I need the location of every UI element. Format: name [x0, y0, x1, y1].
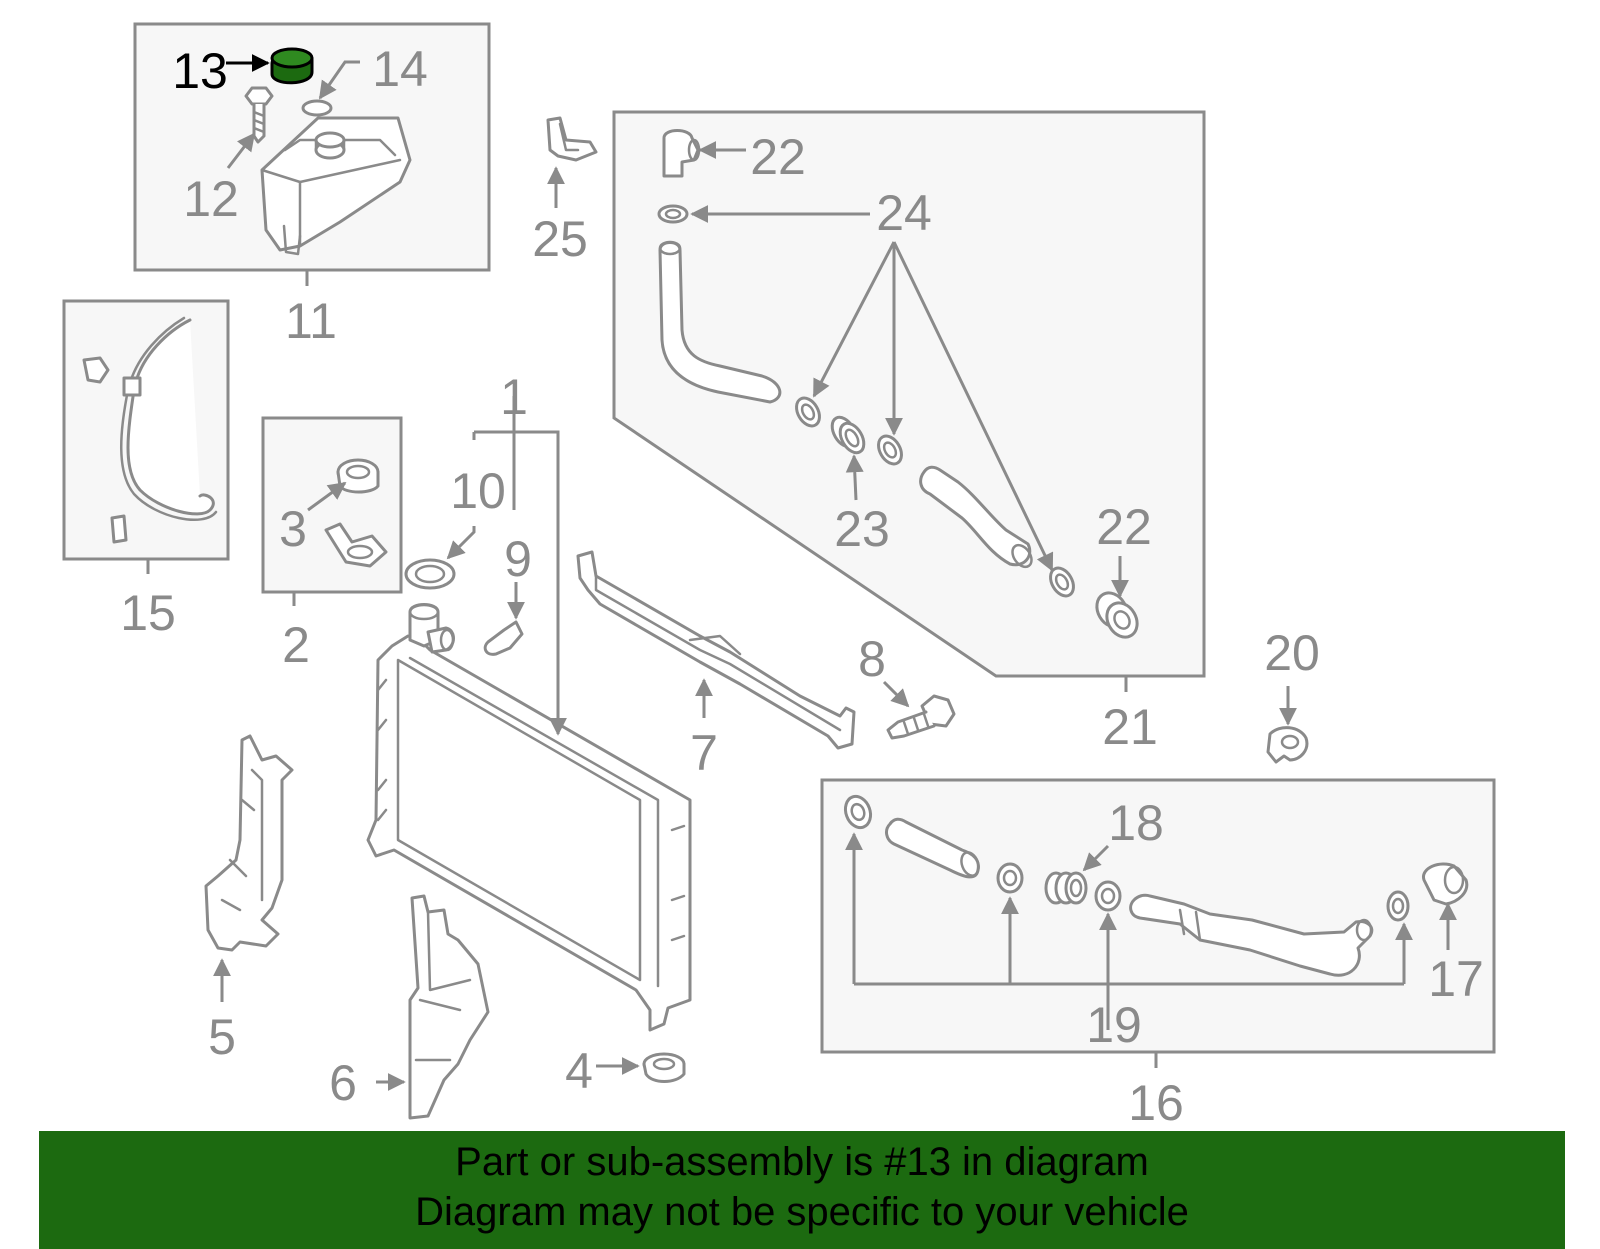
- banner-line-part: Part or sub-assembly is #13 in diagram: [455, 1140, 1149, 1184]
- mount-4: [596, 1052, 686, 1083]
- sensor-9: [483, 582, 525, 656]
- bolt-12: [244, 86, 274, 144]
- callout-2: 2: [282, 617, 310, 673]
- callout-13: 13: [172, 43, 228, 99]
- lower-hose-assembly-box: [820, 778, 1496, 1068]
- callout-3: 3: [279, 501, 307, 557]
- upper-hose-assembly-box: [612, 110, 1206, 692]
- callout-11: 11: [285, 293, 337, 349]
- callout-17: 17: [1428, 951, 1484, 1007]
- washer-14: [301, 99, 333, 117]
- info-banner: Part or sub-assembly is #13 in diagram D…: [39, 1131, 1565, 1249]
- callout-16: 16: [1128, 1075, 1184, 1131]
- callout-23: 23: [834, 501, 890, 557]
- clamp-20: [1266, 686, 1309, 764]
- callout-22-bottom: 22: [1096, 499, 1152, 555]
- callout-15: 15: [120, 585, 176, 641]
- callout-20: 20: [1264, 625, 1320, 681]
- radiator-1: [366, 396, 692, 1032]
- callout-8: 8: [858, 631, 886, 687]
- callout-25: 25: [532, 211, 588, 267]
- callout-12: 12: [183, 171, 239, 227]
- callout-10: 10: [450, 463, 506, 519]
- callout-19: 19: [1086, 997, 1142, 1053]
- callout-18: 18: [1108, 795, 1164, 851]
- callout-4: 4: [565, 1043, 593, 1099]
- callout-9: 9: [504, 531, 532, 587]
- side-guide-5: [204, 734, 294, 1002]
- side-guide-6: [376, 894, 490, 1120]
- callout-5: 5: [208, 1009, 236, 1065]
- callout-24: 24: [876, 185, 932, 241]
- callout-21: 21: [1102, 699, 1158, 755]
- air-guide-7: [576, 550, 856, 750]
- seal-10: [404, 526, 476, 590]
- callout-1: 1: [500, 369, 528, 425]
- callout-labels: 1 2 3 4 5 6 7 8 9 10 11 12 13 14 15 16 1…: [120, 41, 1484, 1131]
- bolt-8: [882, 680, 956, 740]
- bracket-assembly-box: [261, 416, 403, 606]
- reservoir-cap-13[interactable]: [270, 47, 314, 85]
- reservoir-assembly-box: [133, 22, 491, 286]
- callout-7: 7: [690, 725, 718, 781]
- callout-22-top: 22: [750, 129, 806, 185]
- hose-assembly-box: [62, 299, 230, 574]
- callout-6: 6: [329, 1055, 357, 1111]
- banner-line-disclaimer: Diagram may not be specific to your vehi…: [415, 1190, 1189, 1234]
- callout-14: 14: [372, 41, 428, 97]
- clip-25: [546, 116, 598, 208]
